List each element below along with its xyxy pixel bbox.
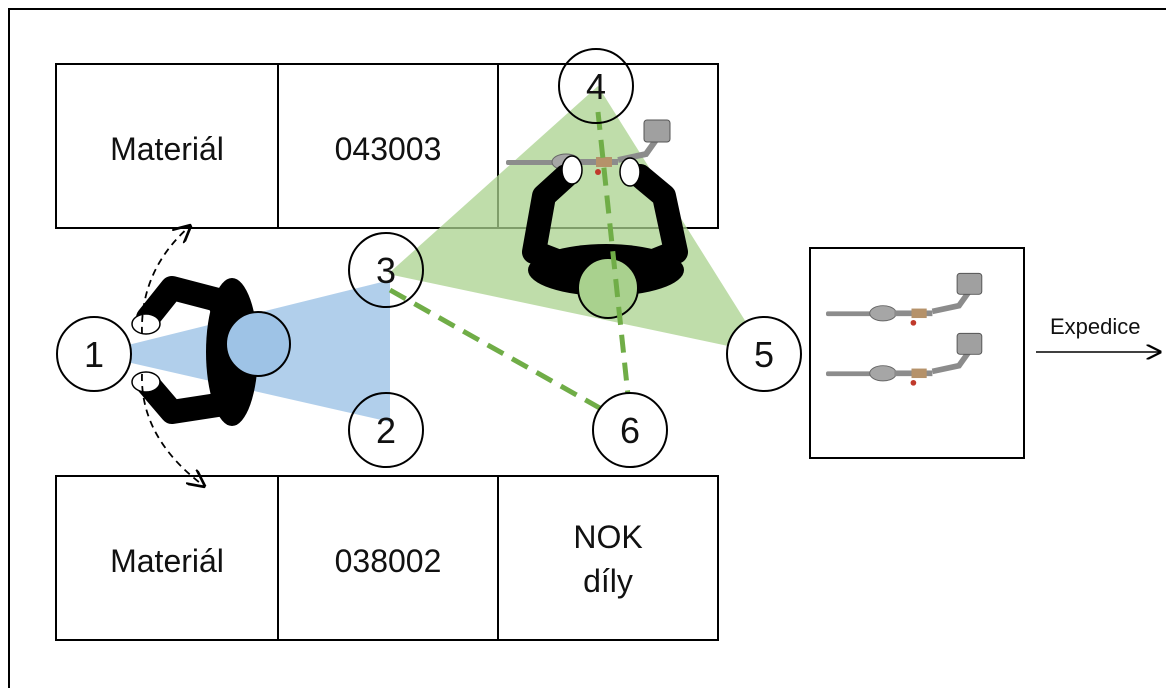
diagram-frame <box>8 8 1166 688</box>
top-cell-material <box>55 63 279 229</box>
bottom-cell-nok <box>497 475 719 641</box>
point-3: 3 <box>348 232 424 308</box>
swing-arrow-icon <box>141 226 190 335</box>
expedice-label: Expedice <box>1050 314 1141 339</box>
bottom-cell-material <box>55 475 279 641</box>
point-5: 5 <box>726 316 802 392</box>
path-4-6 <box>595 111 633 415</box>
point-1: 1 <box>56 316 132 392</box>
bottom-cell-code-label: 038002 <box>335 543 442 579</box>
path-3-6 <box>388 287 616 419</box>
top-cell-material-label: Materiál <box>110 131 224 167</box>
operator-figure-icon <box>522 155 688 319</box>
point-4-label: 4 <box>586 66 606 107</box>
point-6-label: 6 <box>620 410 640 451</box>
top-cell-code-label: 043003 <box>335 131 442 167</box>
bottom-row: Materiál 038002 NOK díly <box>55 475 719 641</box>
green-reach-zone <box>388 86 766 354</box>
bottom-cell-038002 <box>277 475 499 641</box>
point-2: 2 <box>348 392 424 468</box>
finished-parts-box <box>809 247 1025 459</box>
bottom-cell-nok-label: NOK <box>573 519 642 555</box>
point-2-label: 2 <box>376 410 396 451</box>
operator-figure-icon <box>131 276 291 426</box>
swing-arrow-icon <box>141 373 204 486</box>
top-cell-043003 <box>277 63 499 229</box>
point-1-label: 1 <box>84 334 104 375</box>
point-5-label: 5 <box>754 334 774 375</box>
point-3-label: 3 <box>376 250 396 291</box>
bottom-cell-dily-label: díly <box>583 563 633 599</box>
bottom-cell-material-label: Materiál <box>110 543 224 579</box>
point-4: 4 <box>558 48 634 124</box>
point-6: 6 <box>592 392 668 468</box>
